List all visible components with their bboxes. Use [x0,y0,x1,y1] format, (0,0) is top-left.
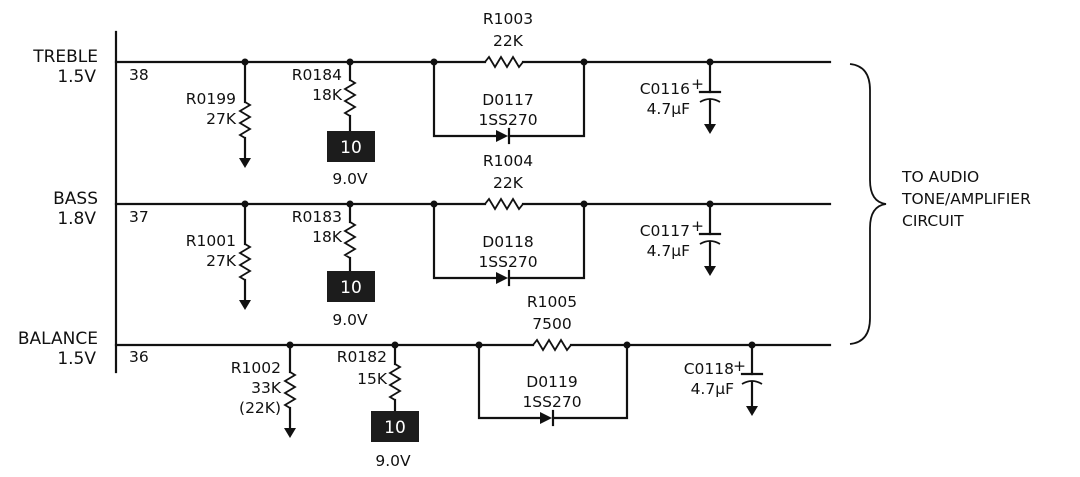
ground-arrow-r0199 [239,158,251,168]
supply-box-label-bass: 10 [340,278,362,298]
treble-circuit: TREBLE 1.5V 38 R0199 27K R0184 18K 10 9.… [32,10,832,188]
capacitor-c0116-ref: C0116 [640,80,690,98]
balance-circuit: BALANCE 1.5V 36 R1002 33K (22K) R0182 15… [18,293,832,470]
resistor-r1002-alt-value: (22K) [239,399,281,417]
capacitor-c0118-polarity: + [733,357,746,375]
resistor-r1005-ref: R1005 [527,293,577,311]
output-label-line2: TONE/AMPLIFIER [901,190,1031,208]
supply-voltage-treble: 9.0V [332,170,368,188]
resistor-r0184-zigzag [343,79,357,117]
supply-box-label-balance: 10 [384,418,406,438]
diode-d0117-ref: D0117 [482,91,533,109]
supply-box-treble [327,131,375,162]
diode-d0119-part: 1SS270 [522,393,581,411]
input-voltage-balance: 1.5V [57,349,96,369]
resistor-r1001-ref: R1001 [186,232,236,250]
resistor-r0199-ref: R0199 [186,90,236,108]
output-label-line1: TO AUDIO [901,168,979,186]
supply-voltage-balance: 9.0V [375,452,411,470]
diode-d0118-part: 1SS270 [478,253,537,271]
diode-d0118-ref: D0118 [482,233,533,251]
pin-number-38: 38 [129,66,149,84]
supply-box-balance [371,411,419,442]
capacitor-c0117-ref: C0117 [640,222,690,240]
capacitor-c0116-value: 4.7µF [647,100,691,118]
supply-box-label-treble: 10 [340,138,362,158]
resistor-r0182-value: 15K [357,370,388,388]
diode-d0118-symbol [496,272,508,284]
resistor-r1003-ref: R1003 [483,10,533,28]
resistor-r1005-zigzag [532,338,572,352]
diode-d0119-ref: D0119 [526,373,577,391]
resistor-r0184-value: 18K [312,86,343,104]
resistor-r0184-ref: R0184 [292,66,342,84]
ground-arrow-c0117 [704,266,716,276]
resistor-r1003-zigzag [484,55,524,69]
input-label-treble: TREBLE [32,47,98,67]
resistor-r0183-value: 18K [312,228,343,246]
input-label-bass: BASS [53,189,98,209]
supply-box-bass [327,271,375,302]
resistor-r1003-value: 22K [493,32,524,50]
resistor-r0182-ref: R0182 [337,348,387,366]
ground-arrow-c0118 [746,406,758,416]
pin-number-36: 36 [129,348,149,366]
capacitor-c0118-value: 4.7µF [691,380,735,398]
capacitor-c0117-value: 4.7µF [647,242,691,260]
resistor-r1004-ref: R1004 [483,152,533,170]
resistor-r0183-zigzag [343,221,357,259]
input-voltage-treble: 1.5V [57,67,96,87]
input-voltage-bass: 1.8V [57,209,96,229]
capacitor-c0117-polarity: + [691,217,704,235]
capacitor-c0116-polarity: + [691,75,704,93]
ground-arrow-r1001 [239,300,251,310]
bass-circuit: BASS 1.8V 37 R1001 27K R0183 18K 10 9.0V… [53,152,832,329]
resistor-r1005-value: 7500 [532,315,571,333]
resistor-r1002-ref: R1002 [231,359,281,377]
output-brace [849,63,887,345]
resistor-r0199-value: 27K [206,110,237,128]
resistor-r0199-zigzag [238,101,252,139]
resistor-r0183-ref: R0183 [292,208,342,226]
supply-voltage-bass: 9.0V [332,311,368,329]
resistor-r1001-zigzag [238,243,252,281]
ground-arrow-r1002 [284,428,296,438]
resistor-r0182-zigzag [388,363,402,401]
resistor-r1001-value: 27K [206,252,237,270]
resistor-r1002-zigzag [283,371,297,409]
resistor-r1002-value: 33K [251,379,282,397]
input-label-balance: BALANCE [18,329,98,349]
diode-d0117-part: 1SS270 [478,111,537,129]
diode-d0119-symbol [540,412,552,424]
pin-number-37: 37 [129,208,149,226]
ground-arrow-c0116 [704,124,716,134]
capacitor-c0118-ref: C0118 [684,360,734,378]
resistor-r1004-zigzag [484,197,524,211]
output-label-line3: CIRCUIT [902,212,964,230]
resistor-r1004-value: 22K [493,174,524,192]
diode-d0117-symbol [496,130,508,142]
